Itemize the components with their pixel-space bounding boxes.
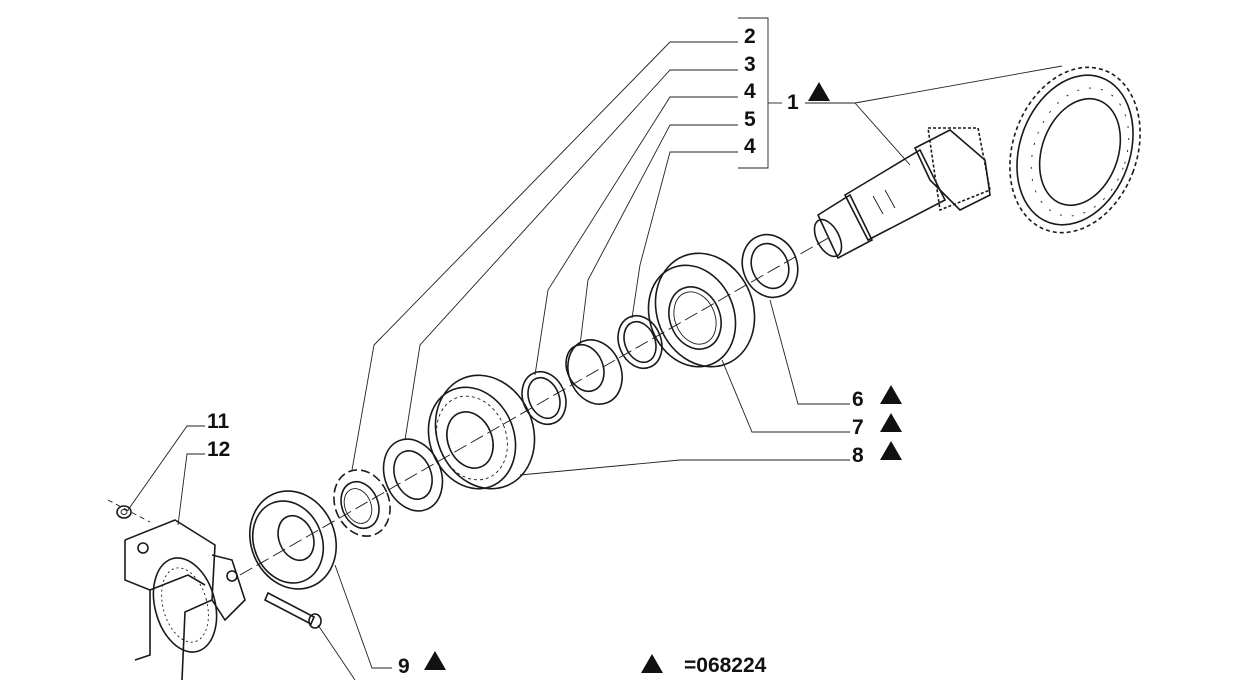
legend-code: =068224 — [684, 654, 767, 677]
nut-2 — [333, 469, 391, 537]
ring-gear — [1009, 66, 1141, 234]
callout-9: 9 — [398, 655, 410, 678]
callout-4a: 4 — [744, 80, 756, 103]
callout-1: 1 — [787, 91, 799, 114]
leader-lines — [127, 17, 1063, 680]
callout-2: 2 — [744, 25, 756, 48]
triangle-marker-icon — [641, 654, 663, 673]
triangle-marker-icon — [880, 441, 902, 460]
flange-12 — [124, 519, 246, 680]
callout-11: 11 — [207, 410, 230, 433]
bearing-8 — [427, 374, 536, 490]
triangle-marker-icon — [880, 413, 902, 432]
bearing-7 — [647, 252, 756, 368]
nut-11 — [107, 499, 151, 523]
pinion-shaft — [813, 127, 991, 260]
callout-8: 8 — [852, 444, 864, 467]
spacer-5 — [565, 339, 623, 405]
triangle-marker-icon — [424, 651, 446, 670]
callout-4b: 4 — [744, 135, 756, 158]
washer-3 — [382, 438, 444, 512]
triangle-markers — [424, 82, 902, 673]
ring-4b — [617, 314, 663, 370]
callout-3: 3 — [744, 53, 756, 76]
triangle-marker-icon — [808, 82, 830, 101]
ring-4a — [521, 370, 567, 426]
seal-9 — [248, 490, 338, 590]
washer-6 — [741, 233, 799, 299]
bolt — [263, 591, 322, 629]
triangle-marker-icon — [880, 385, 902, 404]
callout-6: 6 — [852, 388, 864, 411]
callout-12: 12 — [207, 438, 230, 461]
callout-labels: 2 3 4 5 4 1 6 7 8 9 11 12 =068224 — [207, 25, 864, 678]
callout-7: 7 — [852, 416, 864, 439]
callout-5: 5 — [744, 108, 756, 131]
